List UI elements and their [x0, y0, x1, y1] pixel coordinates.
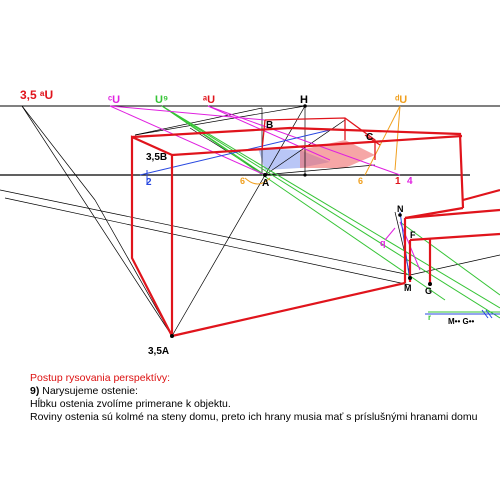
label-3-5-b: 3,5B — [146, 152, 167, 163]
step-text: Narysujeme ostenie: — [39, 385, 138, 397]
label-3-5-a: 3,5A — [148, 346, 169, 357]
label-number-6-left: 6 — [240, 176, 245, 186]
procedure-heading: Postup rysovania perspektívy: — [30, 372, 171, 384]
step-line: 9) Narysujeme ostenie: — [30, 385, 138, 398]
label-a: A — [262, 178, 269, 189]
label-b: B — [266, 120, 273, 131]
label-number-6-right: 6 — [358, 176, 363, 186]
label-number-4: 4 — [407, 176, 413, 187]
caption-line-planes: Roviny ostenia sú kolmé na steny domu, p… — [30, 411, 478, 423]
step-number: 9) — [30, 385, 40, 397]
label-m: M — [404, 283, 412, 293]
label-f: F — [410, 230, 416, 240]
label-3-5-a-u: 3,5 ᵃU — [20, 88, 53, 102]
label-c: C — [366, 132, 373, 143]
house-outline — [130, 126, 500, 338]
point-markers — [170, 104, 432, 338]
label-number-2: 2 — [146, 177, 152, 188]
label-n: N — [397, 204, 404, 214]
label-c-u: ᶜU — [108, 94, 120, 106]
label-h: H — [300, 94, 308, 106]
caption-line-depth: Hĺbku ostenia zvolíme primerane k objekt… — [30, 398, 231, 410]
label-q: q — [380, 238, 386, 248]
label-g: G — [425, 286, 432, 296]
label-u9: U⁹ — [155, 94, 168, 106]
label-m-g: M•• G•• — [448, 317, 475, 326]
label-r: r — [428, 313, 431, 322]
red-shadow-area — [300, 140, 375, 168]
label-number-1: 1 — [395, 176, 401, 187]
label-a-u: ᵃU — [203, 94, 215, 106]
label-d-u: ᵈU — [395, 94, 407, 106]
black-construction-lines — [0, 105, 500, 337]
roof-detail — [261, 117, 381, 160]
